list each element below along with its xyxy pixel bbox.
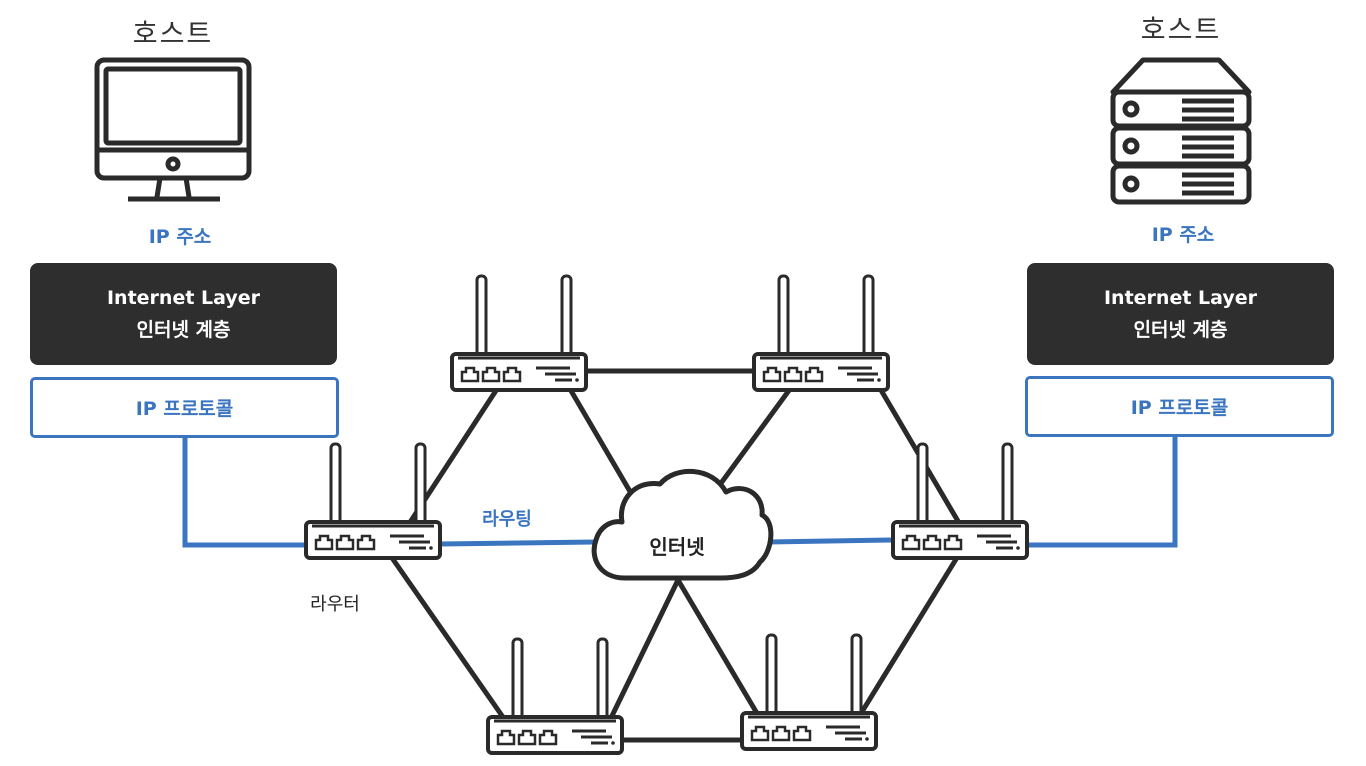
right-layer-name-ko: 인터넷 계층 <box>1133 319 1228 341</box>
host-connection-lines <box>182 436 1178 548</box>
router-icon <box>740 633 878 751</box>
router-label: 라우터 <box>310 594 360 615</box>
router-icon <box>891 442 1029 560</box>
router-icon <box>450 274 588 392</box>
left-host-title: 호스트 <box>132 19 214 50</box>
left-layer-name-ko: 인터넷 계층 <box>136 319 231 341</box>
left-layer-name-en: Internet Layer <box>106 287 261 309</box>
routing-label: 라우팅 <box>482 509 532 530</box>
left-ip-protocol-label: IP 프로토콜 <box>135 398 234 420</box>
router-icon <box>752 274 890 392</box>
mesh-links <box>387 368 965 743</box>
right-layer-name-en: Internet Layer <box>1103 287 1258 309</box>
left-ip-address-label: IP 주소 <box>148 226 212 248</box>
monitor-icon <box>94 57 252 202</box>
internet-cloud-label: 인터넷 <box>649 535 705 559</box>
left-ip-protocol-box: IP 프로토콜 <box>30 377 339 438</box>
cloud-icon <box>591 469 774 581</box>
right-host-title: 호스트 <box>1140 15 1222 46</box>
left-internet-layer-box: Internet Layer 인터넷 계층 <box>30 263 337 365</box>
right-ip-protocol-label: IP 프로토콜 <box>1130 397 1229 419</box>
router-icon <box>304 442 442 560</box>
server-icon <box>1110 57 1252 205</box>
router-icon <box>486 637 624 755</box>
right-internet-layer-box: Internet Layer 인터넷 계층 <box>1027 263 1334 365</box>
right-ip-address-label: IP 주소 <box>1151 224 1215 246</box>
right-ip-protocol-box: IP 프로토콜 <box>1025 376 1334 437</box>
